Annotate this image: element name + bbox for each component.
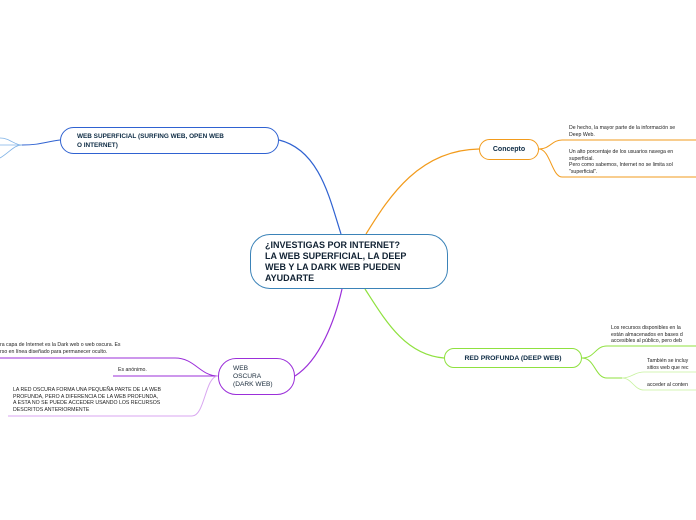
topic-concept[interactable]: Concepto xyxy=(479,139,539,160)
edge-deep-sub xyxy=(581,357,622,379)
central-topic[interactable]: ¿INVESTIGAS POR INTERNET? LA WEB SUPERFI… xyxy=(250,234,448,289)
note-line: superficial. xyxy=(569,155,594,162)
topic-surface-web[interactable]: WEB SUPERFICIAL (SURFING WEB, OPEN WEB O… xyxy=(60,127,279,154)
note-line: A ESTA NO SE PUEDE ACCEDER USANDO LOS RE… xyxy=(13,400,161,407)
deep-note-1[interactable]: Los recursos disponibles en la están alm… xyxy=(611,325,683,345)
deep-note-3[interactable]: acceder al conten xyxy=(647,382,688,389)
edge-central-concept xyxy=(365,148,480,235)
deep-note-2[interactable]: También se incluy sitios web que rec xyxy=(647,358,689,371)
edge-surface-leaf-1 xyxy=(0,137,23,146)
surface-line-2: O INTERNET) xyxy=(77,141,118,149)
edge-concept-note-2 xyxy=(538,148,696,178)
dark-line-2: OSCURA xyxy=(233,372,262,380)
deep-label: RED PROFUNDA (DEEP WEB) xyxy=(464,354,562,362)
edge-deep-note-2 xyxy=(621,371,696,379)
edge-surface-child xyxy=(21,139,61,146)
edge-central-surface xyxy=(278,139,342,235)
dark-note-3[interactable]: LA RED OSCURA FORMA UNA PEQUEÑA PARTE DE… xyxy=(13,387,161,413)
edge-deep-note-3 xyxy=(621,377,696,391)
dark-line-1: WEB xyxy=(233,364,249,372)
note-line: PROFUNDA, PERO A DIFERENCIA DE LA WEB PR… xyxy=(13,393,158,400)
note-line: Un alto porcentaje de los usuarios naveg… xyxy=(569,149,674,155)
edge-dark-note-3 xyxy=(8,375,219,417)
central-line-2: LA WEB SUPERFICIAL, LA DEEP xyxy=(265,250,407,261)
note-line: "superficial". xyxy=(569,168,598,175)
edge-deep-note-1 xyxy=(581,345,696,359)
central-line-1: ¿INVESTIGAS POR INTERNET? xyxy=(265,239,401,250)
note-line: accesibles al público, pero deb xyxy=(611,338,682,345)
concept-note-1[interactable]: De hecho, la mayor parte de la informaci… xyxy=(569,125,675,138)
note-line: sitios web que rec xyxy=(647,364,689,371)
edge-concept-note-1 xyxy=(538,139,696,150)
note-line: Pero como sabemos, Internet no se limita… xyxy=(569,162,673,169)
note-line: LA RED OSCURA FORMA UNA PEQUEÑA PARTE DE… xyxy=(13,387,161,393)
note-line: rso en línea diseñado para permanecer oc… xyxy=(0,348,108,355)
note-line: También se incluy xyxy=(647,358,689,364)
note-line: De hecho, la mayor parte de la informaci… xyxy=(569,125,676,131)
concept-note-2[interactable]: Un alto porcentaje de los usuarios naveg… xyxy=(569,149,673,175)
edge-central-dark xyxy=(294,288,343,377)
edge-dark-note-1 xyxy=(0,357,219,377)
edge-surface-leaf-2 xyxy=(0,144,23,159)
dark-note-2[interactable]: Es anónimo. xyxy=(118,367,147,374)
topic-dark-web[interactable]: WEB OSCURA (DARK WEB) xyxy=(218,358,295,395)
surface-line-1: WEB SUPERFICIAL (SURFING WEB, OPEN WEB xyxy=(77,132,224,140)
dark-note-1[interactable]: ra capa de Internet es la Dark web o web… xyxy=(0,342,121,355)
note-line: DESCRITOS ANTERIORMENTE xyxy=(13,406,90,413)
edge-central-deep xyxy=(364,288,445,359)
note-line: Los recursos disponibles en la xyxy=(611,325,681,331)
note-line: acceder al conten xyxy=(647,382,688,388)
note-line: están almacenados en bases d xyxy=(611,331,683,338)
note-line: Es anónimo. xyxy=(118,367,147,373)
note-line: Deep Web. xyxy=(569,131,595,138)
topic-deep-web[interactable]: RED PROFUNDA (DEEP WEB) xyxy=(444,348,582,368)
concept-label: Concepto xyxy=(492,146,526,153)
central-line-4: AYUDARTE xyxy=(265,272,315,283)
central-line-3: WEB Y LA DARK WEB PUEDEN xyxy=(265,261,401,272)
dark-line-3: (DARK WEB) xyxy=(233,380,273,388)
note-line: ra capa de Internet es la Dark web o web… xyxy=(0,342,121,348)
